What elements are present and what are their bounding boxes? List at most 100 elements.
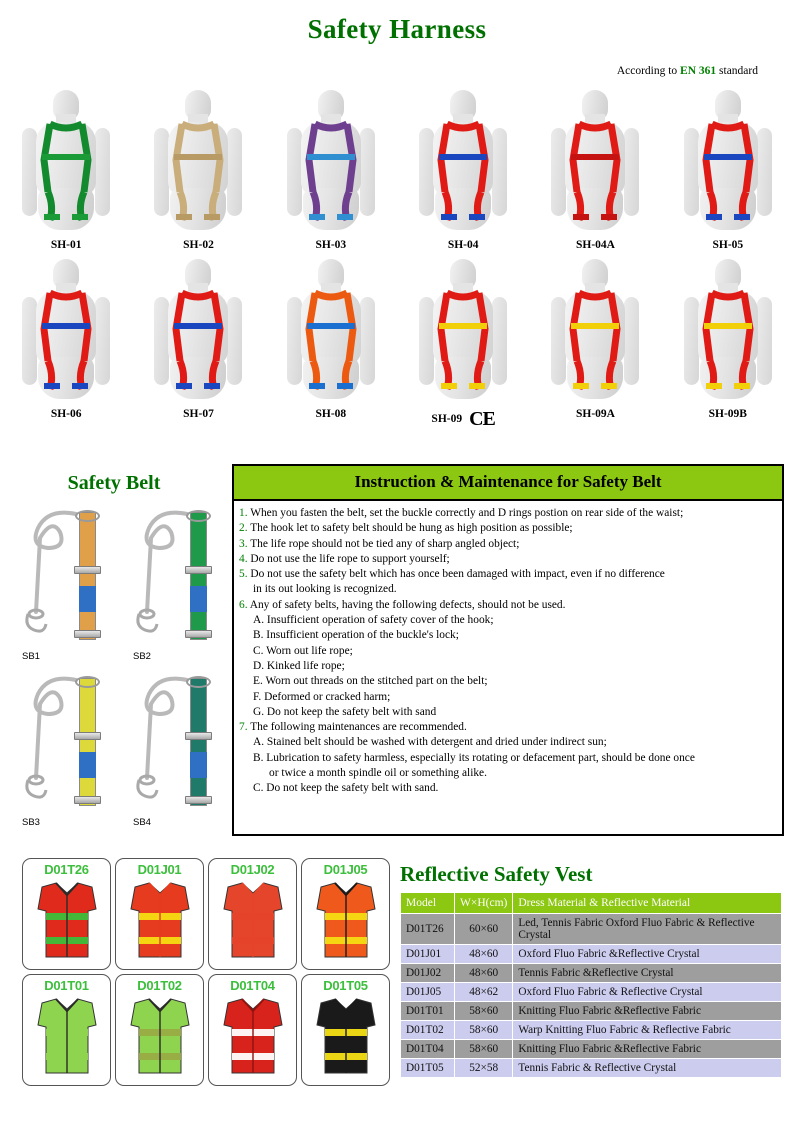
belt-webbing — [78, 512, 96, 640]
lanyard-rope-icon — [24, 510, 78, 633]
vest-thumbnail-card[interactable]: D01T05 — [301, 974, 390, 1086]
vest-image — [123, 879, 197, 963]
harness-code: SH-06 — [50, 408, 82, 420]
harness-code: SH-02 — [183, 239, 214, 251]
harness-item: SH-09A — [529, 257, 661, 431]
safety-belt-photo — [125, 502, 225, 650]
vest-model-label: D01T02 — [137, 978, 182, 993]
harness-straps — [672, 257, 784, 405]
safety-belt-gallery: SB1 SB2 — [8, 502, 230, 828]
instruction-line: 6. Any of safety belts, having the follo… — [239, 598, 776, 613]
instruction-line: in its out looking is recognized. — [239, 582, 776, 597]
cell-model: D01T04 — [400, 1039, 455, 1059]
vest-model-label: D01J05 — [323, 862, 368, 877]
d-ring-icon — [185, 510, 211, 522]
safety-belt-item: SB4 — [119, 668, 230, 828]
vest-thumbnail-card[interactable]: D01T01 — [22, 974, 111, 1086]
table-body: D01T26 60×60 Led, Tennis Fabric Oxford F… — [400, 913, 782, 1078]
cell-model: D01J02 — [400, 963, 455, 983]
harness-straps — [275, 257, 387, 405]
instruction-text: in its out looking is recognized. — [253, 583, 397, 596]
table-row: D01J05 48×62 Oxford Fluo Fabric & Reflec… — [400, 982, 782, 1002]
table-column-header: Model — [400, 892, 455, 914]
harness-code-label: SH-08 — [265, 408, 397, 420]
harness-photo — [10, 88, 122, 236]
harness-code-label: SH-07 — [132, 408, 264, 420]
belt-buckle-icon — [73, 566, 101, 574]
harness-code-label: SH-05 — [662, 239, 794, 251]
vest-thumbnail-card[interactable]: D01T26 — [22, 858, 111, 970]
harness-straps — [10, 88, 122, 236]
instruction-text: D. Kinked life rope; — [253, 659, 345, 672]
table-row: D01J01 48×60 Oxford Fluo Fabric &Reflect… — [400, 944, 782, 964]
vest-thumbnail-card[interactable]: D01T04 — [208, 974, 297, 1086]
harness-item: SH-03 — [265, 88, 397, 251]
instruction-line: 7. The following maintenances are recomm… — [239, 720, 776, 735]
safety-belt-code: SB4 — [133, 817, 151, 828]
vest-thumbnail-card[interactable]: D01T02 — [115, 974, 204, 1086]
harness-photo — [275, 257, 387, 405]
cell-size: 52×58 — [453, 1058, 514, 1078]
table-column-header: W×H(cm) — [453, 892, 514, 914]
standard-prefix: According to — [616, 65, 681, 77]
vest-model-label: D01T26 — [44, 862, 89, 877]
instruction-text: C. Worn out life rope; — [253, 644, 353, 657]
vest-image — [309, 879, 383, 963]
vest-image — [30, 995, 104, 1079]
standard-note: According to EN 361 standard — [0, 45, 794, 77]
standard-code: EN 361 — [680, 65, 717, 77]
vest-image — [309, 995, 383, 1079]
vest-thumbnail-card[interactable]: D01J01 — [115, 858, 204, 970]
instruction-text: A. Stained belt should be washed with de… — [253, 736, 607, 749]
harness-code: SH-09A — [576, 408, 615, 420]
cell-material: Warp Knitting Fluo Fabric & Reflective F… — [512, 1020, 782, 1040]
cell-size: 60×60 — [453, 913, 514, 945]
instruction-list: 1. When you fasten the belt, set the buc… — [234, 501, 782, 801]
cell-material: Knitting Fluo Fabric &Reflective Fabric — [512, 1039, 782, 1059]
belt-buckle-icon — [184, 732, 212, 740]
cell-model: D01T05 — [400, 1058, 455, 1078]
harness-item: SH-08 — [265, 257, 397, 431]
vest-thumbnail-card[interactable]: D01J02 — [208, 858, 297, 970]
page-title: Safety Harness — [307, 14, 487, 44]
harness-code-label: SH-04A — [529, 239, 661, 251]
harness-code: SH-03 — [315, 239, 347, 251]
lanyard-rope-icon — [24, 676, 78, 799]
safety-belt-photo — [125, 668, 225, 816]
instruction-line: 4. Do not use the life rope to support y… — [239, 552, 776, 567]
instruction-line: F. Deformed or cracked harm; — [239, 690, 776, 705]
safety-belt-code: SB2 — [133, 651, 151, 662]
harness-code-label: SH-01 — [0, 239, 132, 251]
harness-straps — [407, 88, 519, 236]
cell-material: Tennis Fabric &Reflective Crystal — [512, 963, 782, 983]
instruction-text: The following maintenances are recommend… — [250, 721, 467, 734]
vest-model-label: D01T01 — [44, 978, 89, 993]
vest-model-label: D01T05 — [323, 978, 368, 993]
instruction-line: C. Worn out life rope; — [239, 644, 776, 659]
harness-code: SH-05 — [712, 239, 744, 251]
harness-code: SH-07 — [183, 408, 214, 420]
safety-belt-item: SB3 — [8, 668, 119, 828]
instruction-text: F. Deformed or cracked harm; — [253, 690, 391, 703]
belt-buckle-lower-icon — [73, 630, 101, 638]
safety-belt-item: SB1 — [8, 502, 119, 662]
safety-belt-photo — [14, 668, 114, 816]
belt-webbing — [78, 678, 96, 806]
harness-photo — [672, 88, 784, 236]
instruction-number: 5. — [239, 568, 248, 581]
cell-size: 58×60 — [453, 1020, 514, 1040]
cell-material: Knitting Fluo Fabric &Reflective Fabric — [512, 1001, 782, 1021]
belt-buckle-icon — [73, 732, 101, 740]
table-row: D01J02 48×60 Tennis Fabric &Reflective C… — [400, 963, 782, 983]
cell-model: D01J01 — [400, 944, 455, 964]
harness-straps — [672, 88, 784, 236]
table-row: D01T04 58×60 Knitting Fluo Fabric &Refle… — [400, 1039, 782, 1059]
table-row: D01T26 60×60 Led, Tennis Fabric Oxford F… — [400, 913, 782, 945]
harness-code-label: SH-04 — [397, 239, 529, 251]
instruction-line: E. Worn out threads on the stitched part… — [239, 674, 776, 689]
vest-model-label: D01J02 — [230, 862, 275, 877]
vest-thumbnail-card[interactable]: D01J05 — [301, 858, 390, 970]
harness-photo — [539, 88, 651, 236]
